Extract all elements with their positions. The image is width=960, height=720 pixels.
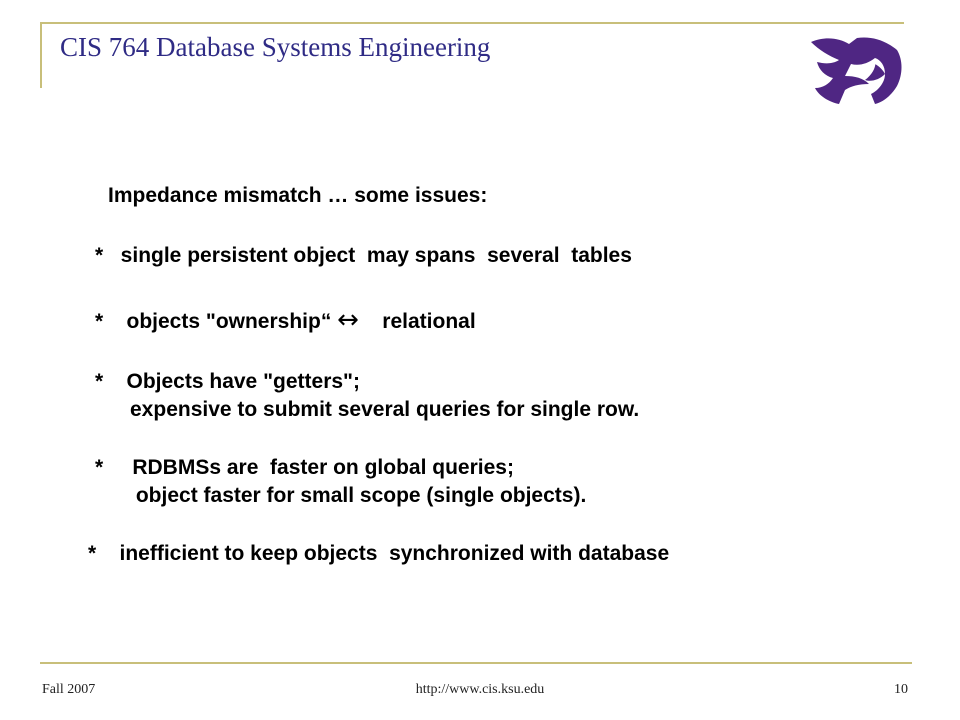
heading: Impedance mismatch … some issues:: [108, 184, 488, 207]
bullet-text: * objects "ownership“ ↔ relational: [95, 305, 476, 335]
page-number: 10: [894, 682, 908, 697]
double-arrow-icon: ↔: [337, 305, 359, 335]
bullet-text: * Objects have "getters";: [95, 370, 361, 393]
bullet-text: object faster for small scope (single ob…: [95, 484, 587, 507]
bullet-text-part: * objects "ownership“: [95, 310, 338, 333]
bullet-text-part: relational: [358, 310, 476, 333]
wildcat-logo-icon: [811, 37, 902, 104]
header-rule-top: [40, 22, 904, 24]
bullet-text: expensive to submit several queries for …: [95, 398, 640, 421]
bullet-text: * RDBMSs are faster on global queries;: [95, 456, 514, 479]
bullet-text: * single persistent object may spans sev…: [95, 244, 632, 267]
footer-rule: [40, 662, 912, 664]
bullet-text: * inefficient to keep objects synchroniz…: [88, 542, 670, 565]
slide-title: CIS 764 Database Systems Engineering: [60, 32, 491, 62]
header-rule-left: [40, 22, 42, 88]
footer-url: http://www.cis.ksu.edu: [415, 682, 545, 697]
footer-date: Fall 2007: [42, 682, 96, 697]
